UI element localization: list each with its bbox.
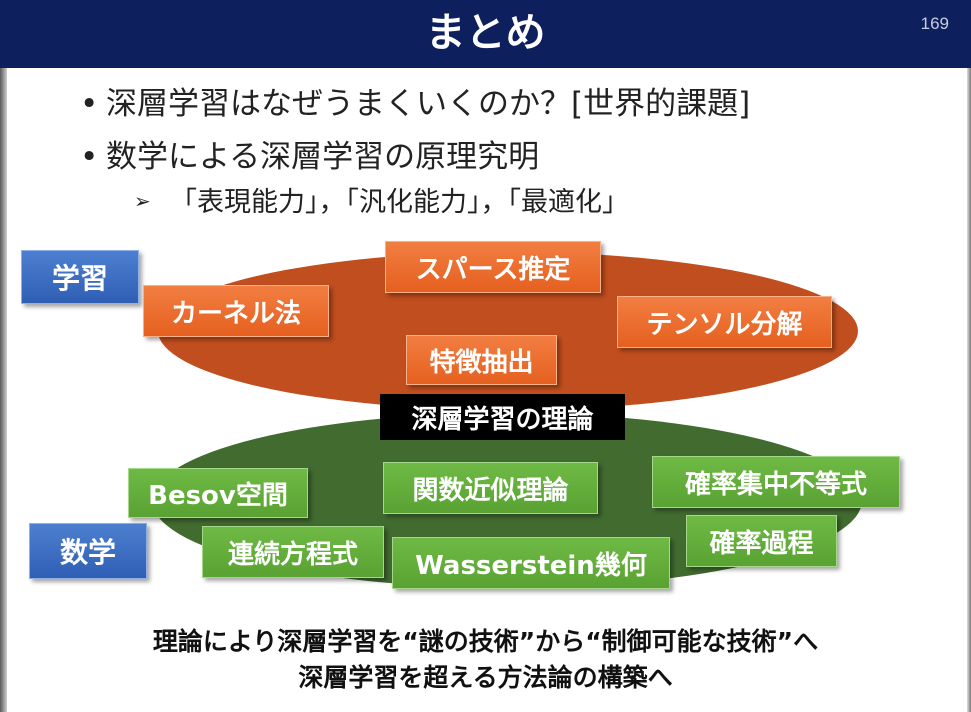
topic-kernel-method: カーネル法 [143,285,329,337]
bullet-marker: • [80,86,99,122]
topic-tensor-decomposition: テンソル分解 [617,296,832,348]
conclusion-line-2: 深層学習を超える方法論の構築へ [298,663,673,692]
bullet-marker: • [80,139,99,175]
topic-stochastic-process: 確率過程 [686,515,837,567]
bullet-text: 深層学習はなぜうまくいくのか？[世界的課題] [106,86,751,122]
topic-feature-extraction: 特徴抽出 [406,335,557,385]
topic-continuity-equation: 連続方程式 [202,526,384,578]
slide-title: まとめ [425,10,546,56]
deep-learning-theory-label: 深層学習の理論 [380,394,625,440]
math-label: 数学 [29,523,147,579]
left-edge-decoration [0,68,7,712]
title-bar: まとめ 169 [0,0,971,68]
topic-wasserstein-geometry: Wasserstein幾何 [392,537,670,589]
conclusion-line-1: 理論により深層学習を“謎の技術”から“制御可能な技術”へ [152,627,819,656]
bullet-item: •数学による深層学習の原理究明 [80,137,539,177]
learning-label: 学習 [21,250,139,304]
topic-concentration-inequality: 確率集中不等式 [652,456,900,508]
sub-bullet-text: 「表現能力」，「汎化能力」，「最適化」 [170,187,629,218]
arrow-bullet-icon: ➢ [134,189,151,213]
bullet-item: •深層学習はなぜうまくいくのか？[世界的課題] [80,84,750,124]
topic-sparse-estimation: スパース推定 [385,241,601,293]
page-number: 169 [920,14,949,33]
sub-bullet-item: ➢ 「表現能力」，「汎化能力」，「最適化」 [134,183,629,221]
topic-function-approximation: 関数近似理論 [383,462,598,514]
bullet-text: 数学による深層学習の原理究明 [106,139,540,175]
right-edge-decoration [967,68,971,712]
topic-besov-space: Besov空間 [128,468,308,518]
